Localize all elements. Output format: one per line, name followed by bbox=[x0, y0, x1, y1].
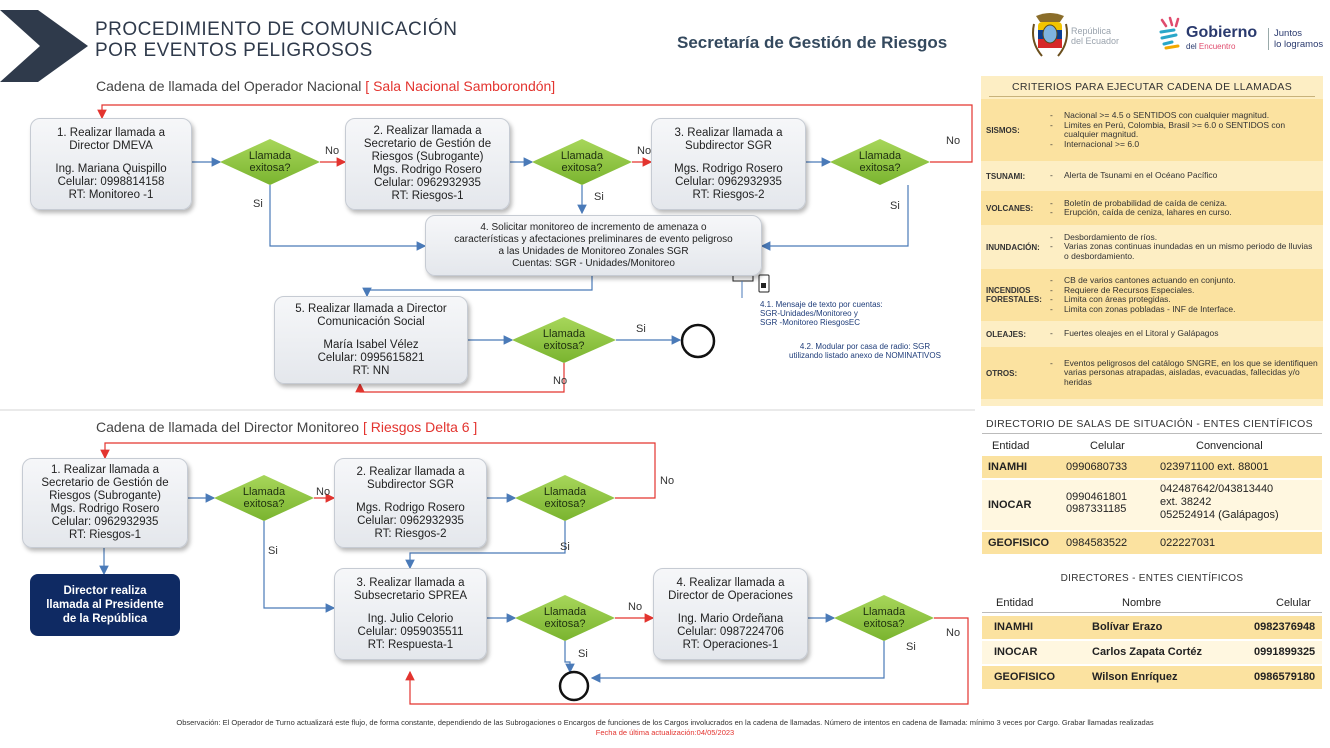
salas-entidad: INAMHI bbox=[988, 461, 1028, 473]
salas-header-convencional: Convencional bbox=[1196, 440, 1263, 452]
decision-diamond: Llamada exitosa? bbox=[560, 150, 604, 174]
document-title-line2: POR EVENTOS PELIGROSOS bbox=[95, 40, 373, 61]
radio-phone-icon bbox=[758, 274, 770, 293]
salas-header-entidad: Entidad bbox=[992, 440, 1030, 452]
flowchart-connectors bbox=[0, 104, 975, 705]
chain2-step4-box: 4. Realizar llamada a Director de Operac… bbox=[653, 568, 808, 660]
no-label: No bbox=[325, 145, 340, 157]
decision-diamond: Llamada exitosa? bbox=[242, 486, 286, 510]
decision-diamond: Llamada exitosa? bbox=[542, 328, 586, 352]
chain1-step5-box: 5. Realizar llamada a Director Comunicac… bbox=[274, 296, 468, 384]
footer-observation: Observación: El Operador de Turno actual… bbox=[176, 718, 1154, 727]
directores-nombre: Wilson Enríquez bbox=[1092, 671, 1178, 683]
criteria-row-sismos: SISMOS: Nacional >= 4.5 o SENTIDOS con c… bbox=[981, 99, 1323, 161]
directores-nombre: Bolívar Erazo bbox=[1092, 621, 1163, 633]
criteria-panel: CRITERIOS PARA EJECUTAR CADENA DE LLAMAD… bbox=[981, 76, 1323, 406]
no-label: No bbox=[637, 145, 652, 157]
no-label: No bbox=[316, 486, 331, 498]
salas-title: DIRECTORIO DE SALAS DE SITUACIÓN - ENTES… bbox=[986, 418, 1313, 430]
ecuador-coat-of-arms-icon bbox=[1032, 13, 1068, 57]
salas-celular: 0990680733 bbox=[1066, 461, 1128, 473]
decision-diamond: Llamada exitosa? bbox=[248, 150, 292, 174]
directores-nombre: Carlos Zapata Cortéz bbox=[1092, 646, 1203, 658]
director-president-box: Director realiza llamada al Presidente d… bbox=[30, 574, 180, 636]
table-row bbox=[982, 456, 1322, 478]
directores-header-entidad: Entidad bbox=[996, 597, 1034, 609]
si-label: Si bbox=[560, 541, 570, 553]
no-label: No bbox=[660, 475, 675, 487]
table-row bbox=[982, 532, 1322, 554]
si-label: Si bbox=[636, 323, 646, 335]
si-label: Si bbox=[890, 200, 900, 212]
chain1-step1-box: 1. Realizar llamada a Director DMEVA Ing… bbox=[30, 118, 192, 210]
agency-name: Secretaría de Gestión de Riesgos bbox=[677, 33, 948, 52]
chain2-step3-box: 3. Realizar llamada a Subsecretario SPRE… bbox=[334, 568, 487, 660]
decision-diamond: Llamada exitosa? bbox=[858, 150, 902, 174]
criteria-row-incendios: INCENDIOS FORESTALES: CB de varios canto… bbox=[981, 269, 1323, 321]
chain1-step2-box: 2. Realizar llamada a Secretario de Gest… bbox=[345, 118, 510, 210]
no-label: No bbox=[946, 627, 961, 639]
criteria-title: CRITERIOS PARA EJECUTAR CADENA DE LLAMAD… bbox=[1011, 81, 1293, 93]
footer-updated-date: Fecha de última actualización:04/05/2023 bbox=[595, 728, 735, 737]
chevron-logo-icon bbox=[0, 10, 88, 82]
criteria-row-oleajes: OLEAJES: Fuertes oleajes en el Litoral y… bbox=[981, 323, 1323, 345]
salas-entidad: INOCAR bbox=[988, 499, 1032, 511]
end-circle bbox=[558, 670, 590, 702]
table-row bbox=[982, 616, 1322, 639]
si-label: Si bbox=[578, 648, 588, 660]
salas-celular: 0984583522 bbox=[1066, 537, 1128, 549]
directores-entidad: INOCAR bbox=[994, 646, 1038, 658]
table-row bbox=[982, 480, 1322, 530]
chain1-step3-box: 3. Realizar llamada a Subdirector SGR Mg… bbox=[651, 118, 806, 210]
directores-title: DIRECTORES - ENTES CIENTÍFICOS bbox=[1060, 573, 1244, 584]
decision-diamond: Llamada exitosa? bbox=[862, 606, 906, 630]
criteria-row-tsunami: TSUNAMI: Alerta de Tsunami en el Océano … bbox=[981, 163, 1323, 189]
criteria-row-inundacion: INUNDACIÓN: Desbordamiento de ríos. Vari… bbox=[981, 227, 1323, 267]
salas-convencional: 042487642/043813440 ext. 38242 052524914… bbox=[1160, 483, 1279, 521]
table-row bbox=[982, 641, 1322, 664]
si-label: Si bbox=[253, 198, 263, 210]
chain2-step1-box: 1. Realizar llamada a Secretario de Gest… bbox=[22, 458, 188, 548]
salas-entidad: GEOFISICO bbox=[988, 537, 1050, 549]
directores-entidad: GEOFISICO bbox=[994, 671, 1056, 683]
gobierno-logo-icon bbox=[1159, 16, 1180, 50]
directores-header-celular: Celular bbox=[1276, 597, 1311, 609]
criteria-row-otros: OTROS: Eventos peligrosos del catálogo S… bbox=[981, 347, 1323, 399]
si-label: Si bbox=[268, 545, 278, 557]
directores-header-nombre: Nombre bbox=[1122, 597, 1162, 609]
gobierno-logo-title: Gobierno bbox=[1186, 24, 1258, 41]
salas-convencional: 022227031 bbox=[1160, 537, 1216, 549]
chain2-title: Cadena de llamada del Director Monitoreo… bbox=[96, 419, 478, 435]
decision-diamond: Llamada exitosa? bbox=[543, 606, 587, 630]
salas-convencional: 023971100 ext. 88001 bbox=[1160, 461, 1269, 473]
directores-celular: 0986579180 bbox=[1254, 671, 1316, 683]
salas-celular: 0990461801 0987331185 bbox=[1066, 491, 1128, 515]
note-radio: 4.2. Modular por casa de radio: SGR util… bbox=[789, 342, 941, 360]
chain2-step2-box: 2. Realizar llamada a Subdirector SGR Mg… bbox=[334, 458, 487, 548]
document-title-line1: PROCEDIMIENTO DE COMUNICACIÓN bbox=[95, 19, 458, 40]
no-label: No bbox=[946, 135, 961, 147]
directores-entidad: INAMHI bbox=[994, 621, 1034, 633]
si-label: Si bbox=[594, 191, 604, 203]
no-label: No bbox=[553, 375, 568, 387]
criteria-row-volcanes: VOLCANES: Boletín de probabilidad de caí… bbox=[981, 191, 1323, 225]
table-row bbox=[982, 666, 1322, 689]
juntos-logo-text: Juntos lo logramos bbox=[1268, 28, 1323, 50]
end-circle bbox=[680, 323, 716, 359]
salas-header-celular: Celular bbox=[1090, 440, 1125, 452]
directores-celular: 0982376948 bbox=[1254, 621, 1316, 633]
republica-logo-text: República del Ecuador bbox=[1071, 26, 1120, 46]
no-label: No bbox=[628, 601, 643, 613]
chain1-step4-box: 4. Solicitar monitoreo de incremento de … bbox=[425, 215, 762, 276]
directores-celular: 0991899325 bbox=[1254, 646, 1316, 658]
decision-diamond: Llamada exitosa? bbox=[543, 486, 587, 510]
gobierno-logo-subtitle: del Encuentro bbox=[1186, 42, 1236, 51]
chain1-title: Cadena de llamada del Operador Nacional … bbox=[96, 78, 556, 94]
note-text-message: 4.1. Mensaje de texto por cuentas: SGR-U… bbox=[760, 300, 883, 327]
si-label: Si bbox=[906, 641, 916, 653]
